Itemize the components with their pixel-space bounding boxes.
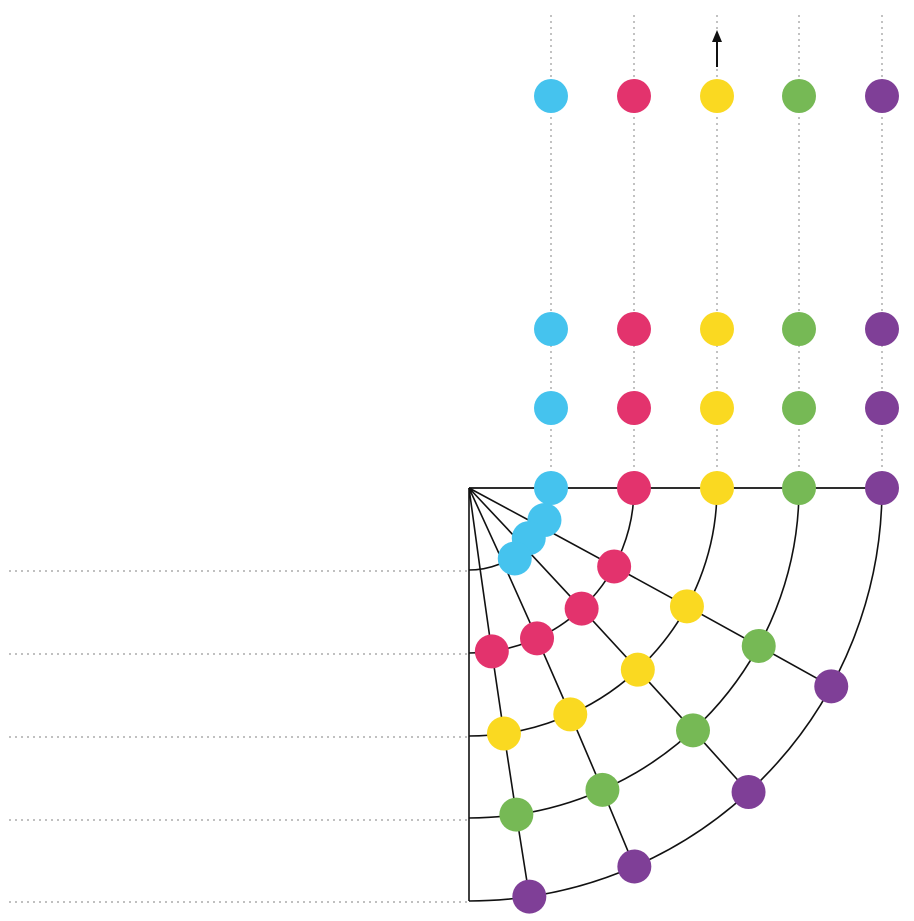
web-node-ring-3-ray-2 [669,589,704,624]
projected-node-row-1-col-2 [617,391,651,425]
web-node-ring-1-ray-1 [534,471,568,505]
web-node-ring-3-ray-1 [700,471,734,505]
projected-node-row-2-col-1 [534,312,568,346]
web-node-ring-2-ray-5 [474,634,509,669]
projected-node-row-1-col-3 [700,391,734,425]
projected-node-row-2-col-4 [782,312,816,346]
arrow-up-head-icon [712,30,722,42]
projected-node-row-3-col-5 [865,79,899,113]
web-node-ring-2-ray-4 [520,621,555,656]
projected-node-row-2-col-5 [865,312,899,346]
projected-node-row-3-col-3 [700,79,734,113]
web-node-ring-2-ray-2 [597,549,632,584]
web-node-ring-5-ray-4 [617,849,652,884]
node-layer [474,79,899,914]
arrow-layer [712,30,722,67]
web-node-ring-2-ray-1 [617,471,651,505]
guide-layer [9,15,883,903]
projected-node-row-1-col-1 [534,391,568,425]
projected-node-row-1-col-4 [782,391,816,425]
projected-node-row-1-col-5 [865,391,899,425]
web-node-ring-5-ray-1 [865,471,899,505]
web-node-ring-3-ray-3 [620,652,655,687]
ring-arc-5 [468,487,883,902]
projected-node-row-3-col-1 [534,79,568,113]
web-node-ring-4-ray-3 [676,713,710,748]
web-node-ring-2-ray-3 [564,591,599,626]
web-node-ring-3-ray-4 [553,697,588,732]
projected-node-row-2-col-3 [700,312,734,346]
inner-cyan-node-3 [497,541,532,576]
web-node-ring-4-ray-5 [499,797,534,832]
web-node-ring-5-ray-3 [731,775,766,810]
projected-node-row-3-col-2 [617,79,651,113]
web-node-ring-5-ray-2 [814,669,849,704]
web-node-ring-5-ray-5 [512,879,547,914]
web-node-ring-4-ray-2 [741,628,776,663]
web-node-ring-4-ray-4 [585,772,620,807]
web-node-ring-3-ray-5 [486,716,521,751]
ray-line-4 [468,487,636,867]
web-node-ring-4-ray-1 [782,471,816,505]
projected-node-row-3-col-4 [782,79,816,113]
projected-node-row-2-col-2 [617,312,651,346]
